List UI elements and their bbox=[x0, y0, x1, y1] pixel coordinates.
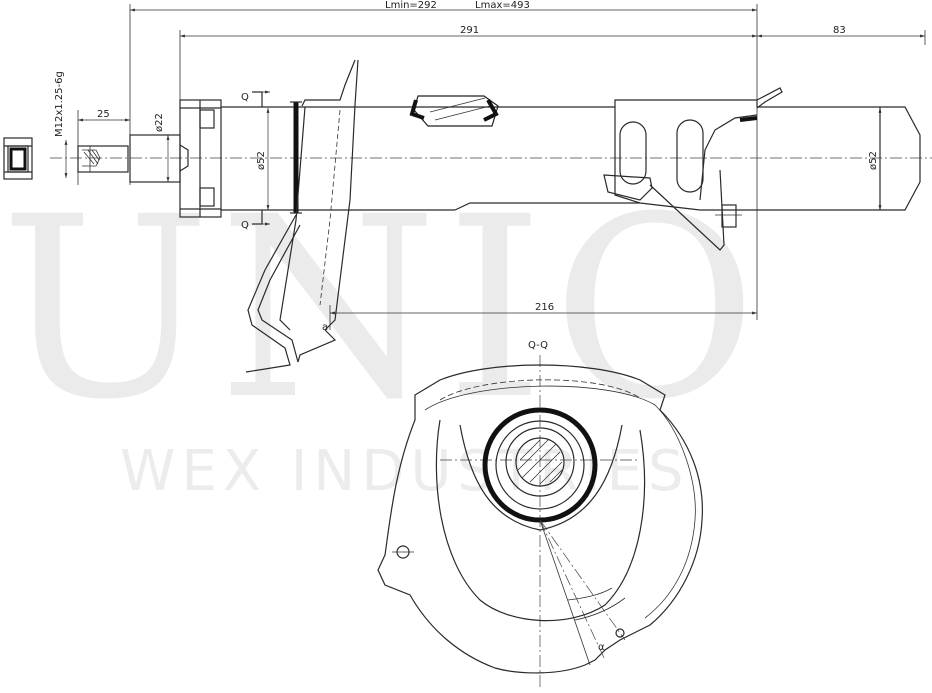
nut-part bbox=[3, 137, 33, 180]
rod-hatch bbox=[517, 439, 563, 485]
top-mount bbox=[179, 99, 222, 218]
body-length-label: 291 bbox=[460, 25, 479, 36]
watermark-brand: UNIO bbox=[0, 163, 765, 454]
section-q-bottom: Q bbox=[241, 220, 249, 231]
lmax-label: Lmax=493 bbox=[475, 0, 530, 11]
section-q-top: Q bbox=[241, 92, 249, 103]
strut-side-view: Q Q a bbox=[3, 59, 932, 373]
section-markers: Q Q bbox=[241, 90, 270, 231]
angle-label-alpha: α bbox=[598, 642, 605, 653]
spring-plate: a bbox=[245, 59, 359, 373]
dimension-lines: Lmin=292 Lmax=493 291 83 216 25 M12x1.25… bbox=[54, 0, 926, 330]
angle-label-a: a bbox=[322, 322, 328, 333]
bump-stop bbox=[409, 95, 499, 127]
diameter-52-tube-label: ø52 bbox=[868, 151, 879, 170]
main-tube bbox=[221, 106, 921, 211]
diameter-52-body-label: ø52 bbox=[256, 151, 267, 170]
thread-length-label: 25 bbox=[97, 109, 110, 120]
rod-length-label: 83 bbox=[833, 25, 846, 36]
bracket-length-label: 216 bbox=[535, 302, 554, 313]
thread-spec-label: M12x1.25-6g bbox=[54, 71, 65, 137]
section-view-q-q: Q-Q α bbox=[377, 340, 703, 690]
threaded-stud bbox=[77, 145, 129, 173]
diameter-22-label: ø22 bbox=[154, 113, 165, 132]
lmin-label: Lmin=292 bbox=[385, 0, 437, 11]
section-label: Q-Q bbox=[528, 340, 548, 351]
knuckle-bracket bbox=[603, 87, 783, 251]
